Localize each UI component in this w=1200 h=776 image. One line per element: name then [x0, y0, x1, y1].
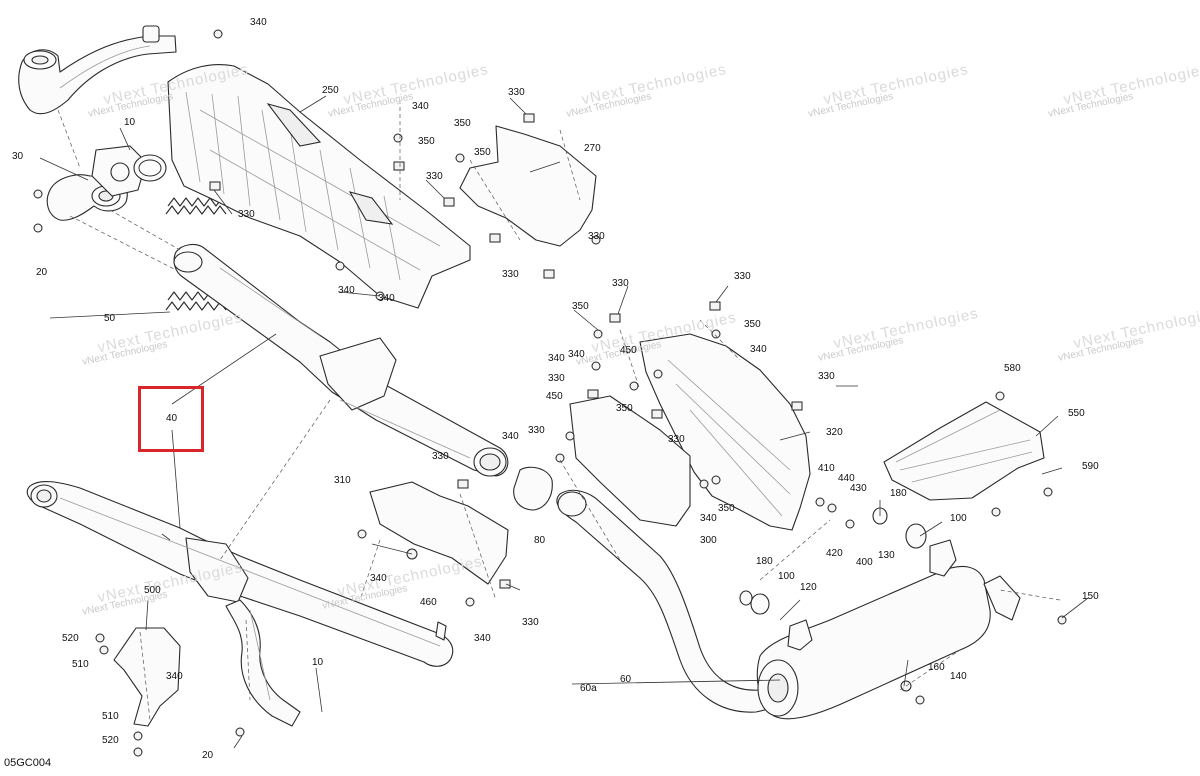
callout-label: 330: [522, 617, 539, 628]
callout-label: 500: [144, 585, 161, 596]
callout-label: 340: [548, 353, 565, 364]
callout-label: 140: [950, 671, 967, 682]
callout-label: 350: [454, 118, 471, 129]
callout-label: 340: [370, 573, 387, 584]
callout-label: 410: [818, 463, 835, 474]
callout-label: 400: [856, 557, 873, 568]
callout-label: 350: [474, 147, 491, 158]
callout-label: 340: [568, 349, 585, 360]
callout-label: 340: [378, 293, 395, 304]
callout-label: 330: [668, 434, 685, 445]
callout-label: 430: [850, 483, 867, 494]
callout-label: 340: [750, 344, 767, 355]
leader-lines: [39, 95, 1089, 749]
callout-label: 510: [102, 711, 119, 722]
callout-label: 310: [334, 475, 351, 486]
callout-label: 30: [12, 151, 24, 162]
grille-guard: [883, 401, 1045, 501]
figure-code: 05GC004: [4, 757, 52, 769]
callout-label: 250: [322, 85, 339, 96]
callout-label: 550: [1068, 408, 1085, 419]
callout-label: 340: [338, 285, 355, 296]
clamp: [513, 466, 553, 511]
callout-label: 330: [734, 271, 751, 282]
callout-label: 590: [1082, 461, 1099, 472]
callout-label: 350: [744, 319, 761, 330]
exhaust-elbow: [46, 145, 147, 221]
callout-label: 330: [548, 373, 565, 384]
callout-label: 40: [166, 413, 178, 424]
callout-label: 330: [432, 451, 449, 462]
callout-label: 330: [238, 209, 255, 220]
callout-label: 460: [420, 597, 437, 608]
callout-label: 120: [800, 582, 817, 593]
header-pipe-upper: [18, 25, 177, 115]
highlight-box: [138, 386, 204, 452]
heat-shield-muffler-front: [639, 333, 811, 531]
callout-label: 60a: [580, 683, 597, 694]
callout-label: 510: [72, 659, 89, 670]
callout-label: 350: [718, 503, 735, 514]
callout-label: 340: [250, 17, 267, 28]
callout-label: 340: [474, 633, 491, 644]
callout-label: 60: [620, 674, 632, 685]
callout-label: 150: [1082, 591, 1099, 602]
callout-label: 180: [756, 556, 773, 567]
callout-label: 300: [700, 535, 717, 546]
callout-label: 10: [124, 117, 136, 128]
callout-label: 450: [546, 391, 563, 402]
callout-label: 100: [950, 513, 967, 524]
muffler: [756, 539, 1021, 720]
mid-pipe-upper: [173, 243, 509, 477]
callout-label: 100: [778, 571, 795, 582]
callout-label: 130: [878, 550, 895, 561]
callout-label: 320: [826, 427, 843, 438]
callout-label: 270: [584, 143, 601, 154]
callout-label: 520: [102, 735, 119, 746]
assembly-lines: [57, 100, 1061, 721]
callout-label: 330: [612, 278, 629, 289]
heat-shield-small: [113, 627, 181, 727]
mounting-plate: [569, 395, 691, 527]
callout-label: 330: [588, 231, 605, 242]
callout-label: 50: [104, 313, 116, 324]
callout-label: 330: [528, 425, 545, 436]
callout-label: 330: [502, 269, 519, 280]
callout-label: 330: [426, 171, 443, 182]
callout-label: 160: [928, 662, 945, 673]
callout-label: 330: [508, 87, 525, 98]
callout-label: 20: [36, 267, 48, 278]
callout-label: 420: [826, 548, 843, 559]
callout-label: 340: [412, 101, 429, 112]
callout-label: 580: [1004, 363, 1021, 374]
callout-label: 340: [700, 513, 717, 524]
callout-label: 80: [534, 535, 546, 546]
callout-label: 520: [62, 633, 79, 644]
callout-label: 340: [502, 431, 519, 442]
callout-label: 350: [616, 403, 633, 414]
heat-shield-upper: [167, 64, 471, 309]
bracket-shield: [369, 481, 509, 585]
callout-label: 10: [312, 657, 324, 668]
mid-pipe-lower: [26, 480, 454, 727]
callout-label: 340: [166, 671, 183, 682]
callout-label: 20: [202, 750, 214, 761]
callout-label: 350: [572, 301, 589, 312]
callout-label: 330: [818, 371, 835, 382]
heat-shield-right: [459, 125, 597, 247]
callout-label: 180: [890, 488, 907, 499]
callout-label: 440: [838, 473, 855, 484]
bushings: [739, 507, 927, 615]
callout-label: 450: [620, 345, 637, 356]
callout-label: 350: [418, 136, 435, 147]
